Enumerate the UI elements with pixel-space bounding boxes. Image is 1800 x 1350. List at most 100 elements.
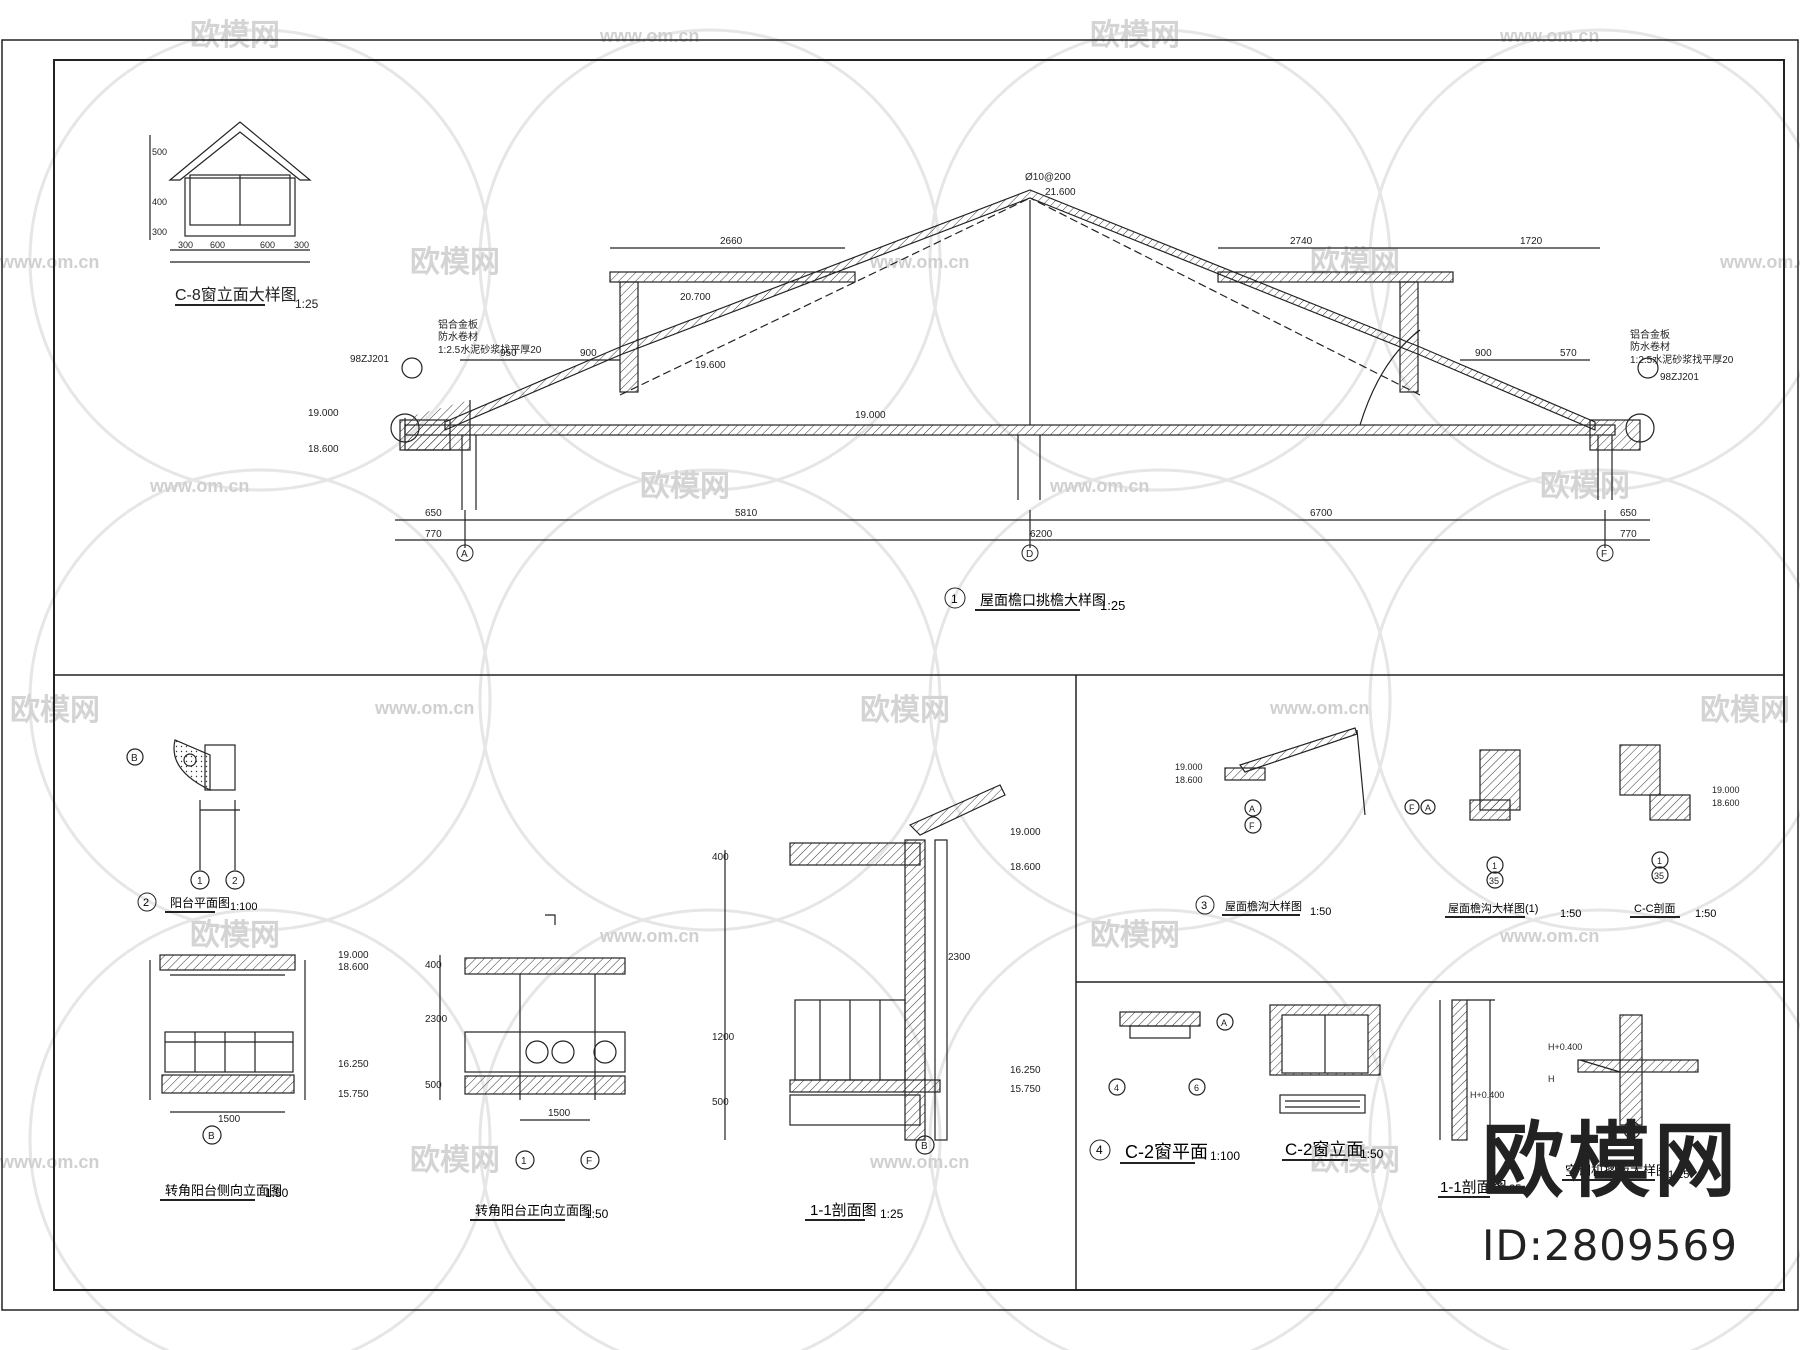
dim-top-right-1: 2740 [1290,236,1313,247]
cc-elev-19000: 19.000 [1712,785,1740,795]
watermark-site-tile: www.om.cn [599,926,699,946]
sec11-title: 1-1剖面图 [810,1202,877,1219]
side-dim-1500: 1500 [218,1114,241,1125]
c8-scale: 1:25 [295,297,319,311]
axis-label-a: A [461,549,468,560]
c2-window-elevation [1269,1004,1381,1114]
cc-elev-18600: 18.600 [1712,798,1740,808]
watermark-brand-tile: 欧模网 [860,694,950,727]
d3-elev-18600: 18.600 [1175,775,1203,785]
c2plan-number: 4 [1096,1143,1103,1157]
watermark-arcs [28,28,1800,1350]
watermark-site-tile: www.om.cn [1499,926,1599,946]
sec11-dim-400: 400 [712,852,729,863]
dim-bottom-1: 650 [425,508,442,519]
d3-title: 屋面檐沟大样图 [1225,899,1302,913]
dim-bottom2-3: 770 [1620,529,1637,540]
sec11-dim-1200: 1200 [712,1032,735,1043]
balcony-side-elevation [149,954,306,1145]
axis-label-f: F [1601,549,1607,560]
c-c-section [1619,744,1691,884]
watermark-brand-tile: 欧模网 [1700,694,1790,727]
watermark-brand-tile: 欧模网 [410,1144,500,1177]
watermark-site-tile: www.om.cn [0,252,99,272]
watermark-brand-tile: 欧模网 [1090,19,1180,52]
watermark-site-tile: www.om.cn [1499,26,1599,46]
ac-elev-h400: H+0.400 [1548,1042,1582,1052]
ac-elev-h: H [1548,1074,1555,1084]
right-note-3: 1:2.5水泥砂浆找平厚20 [1630,353,1734,366]
sec11-elev-19000: 19.000 [1010,827,1041,838]
d3-scale: 1:50 [1310,906,1331,918]
side-elev-16250: 16.250 [338,1059,369,1070]
c2elev-scale: 1:50 [1360,1147,1384,1161]
watermark-brand: 欧模网 [1481,1114,1740,1209]
dmid-axis-1: 1 [1492,861,1497,871]
right-ref: 98ZJ201 [1660,372,1699,383]
sec11-dim-500: 500 [712,1097,729,1108]
c2plan-axis-6: 6 [1194,1083,1199,1093]
balcony-section-1-1 [724,784,1006,1155]
sec11-dim-2300: 2300 [948,952,971,963]
front-dim-1500: 1500 [548,1108,571,1119]
cc-title: C-C剖面 [1634,901,1676,915]
sec11-axis-b: B [921,1141,928,1152]
c2elev-title: C-2窗立面 [1285,1140,1363,1159]
watermark-site-tile: www.om.cn [0,1152,99,1172]
c2sec-title: 1-1剖面图 [1440,1179,1507,1196]
watermark-site-tile: www.om.cn [869,1152,969,1172]
dmid-scale: 1:50 [1560,908,1581,920]
watermark-brand-tile: 欧模网 [190,19,280,52]
front-dim-400: 400 [425,960,442,971]
watermark-id: ID:2809569 [1481,1221,1738,1270]
ac-shelf-detail [1577,1014,1699,1139]
watermark-site-tile: www.om.cn [374,698,474,718]
elev-19-000-mid: 19.000 [855,410,886,421]
dim-top-left-1: 2660 [720,236,743,247]
elev-19-600: 19.600 [695,360,726,371]
front-axis-f: F [586,1156,592,1167]
c8-dim-w2: 600 [210,240,225,250]
d3-axis-a: A [1249,804,1255,814]
c2plan-scale: 1:100 [1210,1149,1240,1163]
ridge-elevation: 21.600 [1045,187,1076,198]
c8-dim-w1: 300 [178,240,193,250]
gutter-detail-mid [1404,749,1521,889]
dim-bottom2-1: 770 [425,529,442,540]
front-dim-500: 500 [425,1080,442,1091]
watermark-brand-tile: 欧模网 [410,246,500,279]
left-ref: 98ZJ201 [350,354,389,365]
balcony-front-elevation [439,914,626,1170]
plan-axis-1: 1 [197,876,203,887]
plan-axis-b: B [131,753,138,764]
d3-number: 3 [1201,900,1207,912]
c2plan-axis-a: A [1221,1018,1227,1028]
watermark-site-tiles: www.om.cn www.om.cn www.om.cn www.om.cn … [0,26,1800,1172]
watermark-brand-tile: 欧模网 [1540,470,1630,503]
left-note-2: 防水卷材 [438,330,478,343]
side-elev-title: 转角阳台侧向立面图 [165,1183,282,1198]
watermark-site-tile: www.om.cn [599,26,699,46]
elev-20-700: 20.700 [680,292,711,303]
roof-eave-section [390,189,1659,548]
dim-bottom2-2: 6200 [1030,529,1053,540]
cc-axis-35: 35 [1654,871,1664,881]
ac-scale: 1:25 [1668,1169,1689,1181]
plan-number: 2 [143,897,149,909]
c8-dim-w3: 600 [260,240,275,250]
dmid-title: 屋面檐沟大样图(1) [1448,901,1538,915]
d3-axis-f: F [1249,821,1255,831]
c2sec-scale: 1:25 [1500,1183,1521,1195]
dim-top-left-3: 900 [580,348,597,359]
right-note-1: 铝合金板 [1630,328,1670,341]
side-axis-b: B [208,1131,215,1142]
watermark-brand-tile: 欧模网 [640,470,730,503]
front-axis-1: 1 [521,1156,527,1167]
c2-window-plan [1108,1011,1234,1096]
side-elev-15750: 15.750 [338,1089,369,1100]
cc-axis-1: 1 [1657,856,1662,866]
axis-label-d: D [1026,549,1033,560]
d3-elev-19000: 19.000 [1175,762,1203,772]
front-dim-2300: 2300 [425,1014,448,1025]
ridge-callout: Ø10@200 [1025,172,1071,183]
